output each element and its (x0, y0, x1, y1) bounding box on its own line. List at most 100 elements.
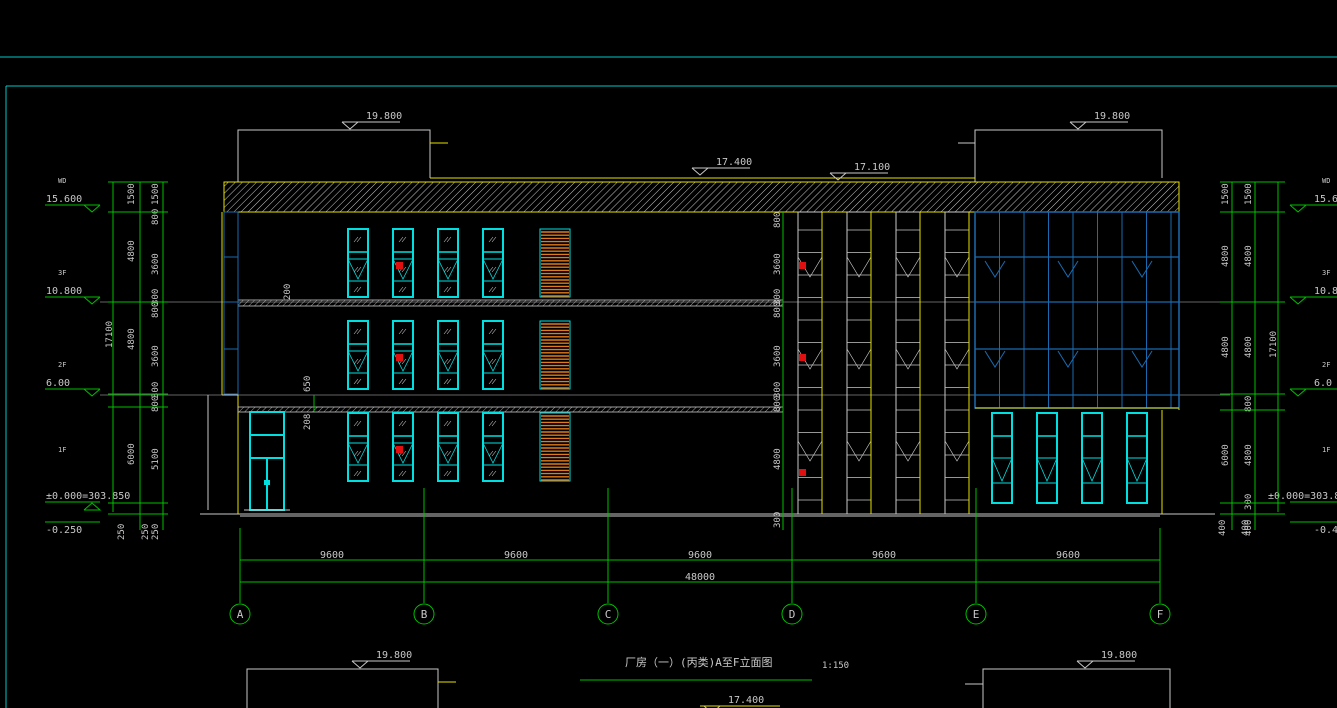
next-drawing-partial (246, 668, 1171, 708)
left-inner-dim: 800 (151, 396, 161, 412)
bay-label: 9600 (504, 550, 528, 561)
glass-hatch (491, 420, 497, 427)
glass-hatch (353, 470, 359, 477)
window-frame (437, 228, 459, 298)
curtain-open-mark (1131, 350, 1153, 368)
level-symbol (1289, 388, 1307, 397)
window (1081, 412, 1103, 504)
window (482, 228, 504, 298)
glass-hatch (401, 286, 407, 293)
window (347, 320, 369, 390)
glass-hatch (353, 286, 359, 293)
elev-parapet-main: 17.400 (716, 157, 752, 168)
left-outer-dim: 4800 (127, 240, 137, 262)
glass-hatch (353, 450, 359, 457)
note-650: 650 (303, 376, 313, 392)
axis-label: A (237, 608, 244, 621)
window-open-mark (437, 258, 459, 280)
right-outer-dim: 4800 (1221, 245, 1231, 267)
bottom-dimensions (240, 559, 1160, 583)
elev-parapet-secondary: 17.100 (854, 162, 890, 173)
window-frame (482, 228, 504, 298)
window (347, 228, 369, 298)
elev-bottom-parapet: 17.400 (728, 695, 764, 706)
bay-label: 9600 (872, 550, 896, 561)
glass-hatch (443, 450, 449, 457)
window-open-mark (347, 350, 369, 372)
right-dimension-lines (1231, 182, 1279, 530)
window (482, 412, 504, 482)
window-frame (347, 228, 369, 298)
glass-hatch (356, 450, 362, 457)
stair-pier-group (782, 211, 970, 515)
curtain-open-mark (984, 350, 1006, 368)
right-2f-floor: 2F (1322, 361, 1330, 369)
louver-frame (539, 320, 571, 390)
right-ground-value: ±0.000=303.85 (1268, 491, 1337, 502)
right-inner-dim: 800 (1244, 396, 1254, 412)
axis-label: B (421, 608, 428, 621)
red-marker (799, 262, 806, 269)
louver-frame (539, 228, 571, 298)
glass-hatch (488, 470, 494, 477)
left-outer-dim: 250 (141, 524, 151, 540)
red-marker (396, 262, 403, 269)
right-inner-dim: 1500 (1244, 183, 1254, 205)
right-outer-dim: 4800 (1221, 336, 1231, 358)
axis-bubble (1149, 603, 1171, 625)
glass-hatch (443, 358, 449, 365)
red-marker (396, 446, 403, 453)
elevation-symbol (351, 660, 370, 669)
glass-hatch (446, 420, 452, 427)
right-outer-dim: 1500 (1221, 183, 1231, 205)
glass-hatch (401, 266, 407, 273)
glass-hatch (491, 286, 497, 293)
pier-open-mark (944, 348, 970, 370)
glass-hatch (488, 378, 494, 385)
curtain-open-mark (1131, 260, 1153, 278)
right-inner-dim: 4800 (1244, 336, 1254, 358)
left-inner-dim: 5100 (151, 448, 161, 470)
axis-label: C (605, 608, 612, 621)
curtain-wall (974, 211, 1180, 409)
left-1f-floor: 1F (58, 446, 66, 454)
pier-open-mark (944, 256, 970, 278)
window (437, 320, 459, 390)
drawing-frame (0, 56, 1337, 708)
elevation-symbol (691, 167, 710, 176)
mid-dim: 300 (773, 382, 783, 398)
glass-hatch (488, 450, 494, 457)
window-open-mark (1081, 457, 1103, 483)
elev-roof-right: 19.800 (1094, 111, 1130, 122)
glass-hatch (353, 378, 359, 385)
elevation-symbol (1069, 121, 1088, 130)
left-inner-dim: 1500 (151, 183, 161, 205)
left-outer-dim: 250 (117, 524, 127, 540)
drawing-scale: 1:150 (822, 661, 849, 671)
bay-label: 9600 (688, 550, 712, 561)
glass-hatch (443, 378, 449, 385)
right-wd-floor: WD (1322, 177, 1330, 185)
glass-hatch (446, 236, 452, 243)
window-frame (482, 320, 504, 390)
mid-dim: 4800 (773, 448, 783, 470)
window-frame (392, 412, 414, 482)
red-marker (799, 469, 806, 476)
elevation-symbol (341, 121, 360, 130)
window-open-mark (347, 442, 369, 464)
window (437, 412, 459, 482)
axis-bubble (965, 603, 987, 625)
rooftop-structures (237, 129, 1163, 182)
pier-open-mark (895, 256, 921, 278)
glass-hatch (488, 358, 494, 365)
left-inner-dim: 300 (151, 382, 161, 398)
glass-hatch (401, 378, 407, 385)
window-open-mark (437, 442, 459, 464)
pier-open-mark (846, 256, 872, 278)
glass-hatch (491, 378, 497, 385)
right-wd-value: 15.60 (1314, 194, 1337, 205)
glass-hatch (443, 236, 449, 243)
